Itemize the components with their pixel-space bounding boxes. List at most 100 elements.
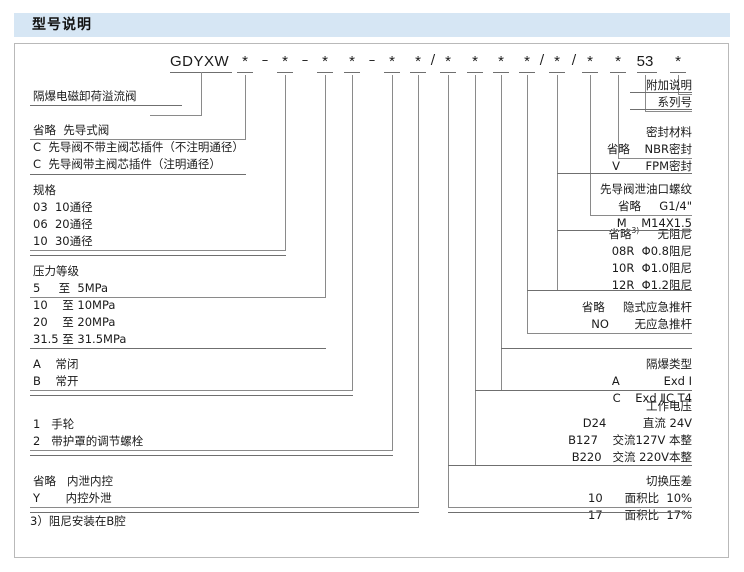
label-line: 10 至 10MPa — [33, 298, 116, 312]
leader-pilot-thread-h — [590, 215, 692, 216]
code-token: * — [445, 53, 451, 70]
code-token: * — [472, 53, 478, 70]
leader-switching-diff-v — [448, 75, 449, 507]
label-line: C Exd ⅡC T4 — [612, 391, 692, 405]
leader-product-name-v — [201, 72, 202, 115]
label-additional-note: 附加说明 — [392, 77, 692, 94]
label-line: 系列号 — [657, 95, 693, 109]
leader-push-rod-h — [527, 333, 692, 334]
leader-pressure-h — [30, 297, 326, 298]
underline-pressure-rating — [30, 348, 326, 349]
label-explosion-proof-type: 隔爆类型 A Exd Ⅰ C Exd ⅡC T4 — [392, 356, 692, 407]
label-line: 先导阀泄油口螺纹 — [600, 182, 692, 196]
label-line: 隔爆电磁卸荷溢流阀 — [33, 89, 137, 103]
leader-drain-control-v — [418, 75, 419, 507]
code-token-underline — [384, 72, 400, 73]
label-line: 17 面积比 17% — [588, 508, 692, 522]
label-line: 压力等级 — [33, 264, 79, 278]
leader-pilot-type-h — [30, 139, 246, 140]
code-token: * — [498, 53, 504, 70]
leader-product-name-h — [150, 115, 202, 116]
underline-seal-material — [557, 173, 692, 174]
label-line: 隔爆类型 — [646, 357, 692, 371]
label-line: 03 10通径 — [33, 200, 93, 214]
leader-adjustment-v — [392, 75, 393, 450]
label-line: V FPM密封 — [612, 159, 692, 173]
label-line: 06 20通径 — [33, 217, 93, 231]
label-line: 省略 隐式应急推杆 — [581, 300, 692, 314]
code-token: * — [242, 53, 248, 70]
leader-explosion-type-v — [501, 75, 502, 390]
label-line: 20 至 20MPa — [33, 315, 116, 329]
label-line: A Exd Ⅰ — [611, 374, 692, 388]
label-line: 省略 NBR密封 — [606, 142, 692, 156]
underline-adjustment-type — [30, 455, 393, 456]
label-normal-state: A 常闭 B 常开 — [33, 356, 79, 390]
page-title: 型号说明 — [32, 17, 92, 33]
leader-pilot-type-v — [245, 75, 246, 139]
label-line: Y 内控外泄 — [33, 491, 112, 505]
leader-voltage-v — [475, 75, 476, 465]
label-emergency-push-rod: 省略 隐式应急推杆 NO 无应急推杆 — [392, 299, 692, 333]
code-separator: – — [301, 53, 309, 68]
code-token: * — [322, 53, 328, 70]
model-code-row: GDYXW — [0, 53, 744, 75]
code-token-underline — [467, 72, 483, 73]
leader-pilot-thread-v — [590, 75, 591, 215]
label-line: 08R Φ0.8阻尼 — [611, 243, 692, 258]
label-line: 12R Φ1.2阻尼 — [611, 277, 692, 292]
code-token-underline — [610, 72, 626, 73]
underline-drain-control — [30, 512, 419, 513]
leader-drain-control-h — [30, 507, 419, 508]
underline-specification — [30, 255, 286, 256]
model-code-prefix: GDYXW — [170, 53, 230, 70]
underline-pilot-drain-thread — [557, 230, 692, 231]
leader-specification-h — [30, 250, 286, 251]
label-line: 密封材料 — [646, 125, 692, 139]
label-line: 2 带护罩的调节螺栓 — [33, 434, 144, 448]
leader-push-rod-v — [527, 75, 528, 333]
label-line: A 常闭 — [33, 357, 79, 371]
code-token: * — [415, 53, 421, 70]
label-line: 5 至 5MPa — [33, 281, 109, 295]
code-token-underline — [493, 72, 509, 73]
leader-pressure-v — [325, 75, 326, 297]
underline-normal-state — [30, 395, 353, 396]
code-token: * — [587, 53, 593, 70]
diagram-frame — [14, 43, 729, 558]
underline-working-voltage — [448, 465, 692, 466]
code-token: * — [554, 53, 560, 70]
label-line: B220 交流 220V本整 — [571, 450, 692, 464]
label-line: C 先导阀不带主阀芯插件（不注明通径） — [33, 140, 244, 154]
code-token: * — [349, 53, 355, 70]
code-separator: / — [571, 53, 577, 68]
label-line: M M14X1.5 — [616, 216, 692, 230]
label-line: NO 无应急推杆 — [591, 317, 692, 331]
label-line: 附加说明 — [646, 78, 692, 92]
code-separator: / — [430, 53, 436, 68]
leader-additional-note-v — [678, 75, 679, 94]
label-line: 10R Φ1.0阻尼 — [611, 260, 692, 275]
label-seal-material: 密封材料省略 NBR密封 V FPM密封 — [392, 124, 692, 175]
label-line: 规格 — [33, 183, 56, 197]
label-line: B 常开 — [33, 374, 79, 388]
code-token: * — [389, 53, 395, 70]
code-token: * — [282, 53, 288, 70]
code-separator: – — [261, 53, 269, 68]
code-token: * — [615, 53, 621, 70]
underline-damping-orifice — [527, 290, 692, 291]
label-line: D24 直流 24V — [582, 416, 692, 430]
code-token-underline — [440, 72, 456, 73]
leader-series-number-h — [645, 111, 692, 112]
underline-explosion-proof-type — [475, 390, 692, 391]
underline-emergency-push-rod — [501, 348, 692, 349]
leader-seal-material-v — [618, 75, 619, 158]
underline-product-name — [30, 105, 182, 106]
